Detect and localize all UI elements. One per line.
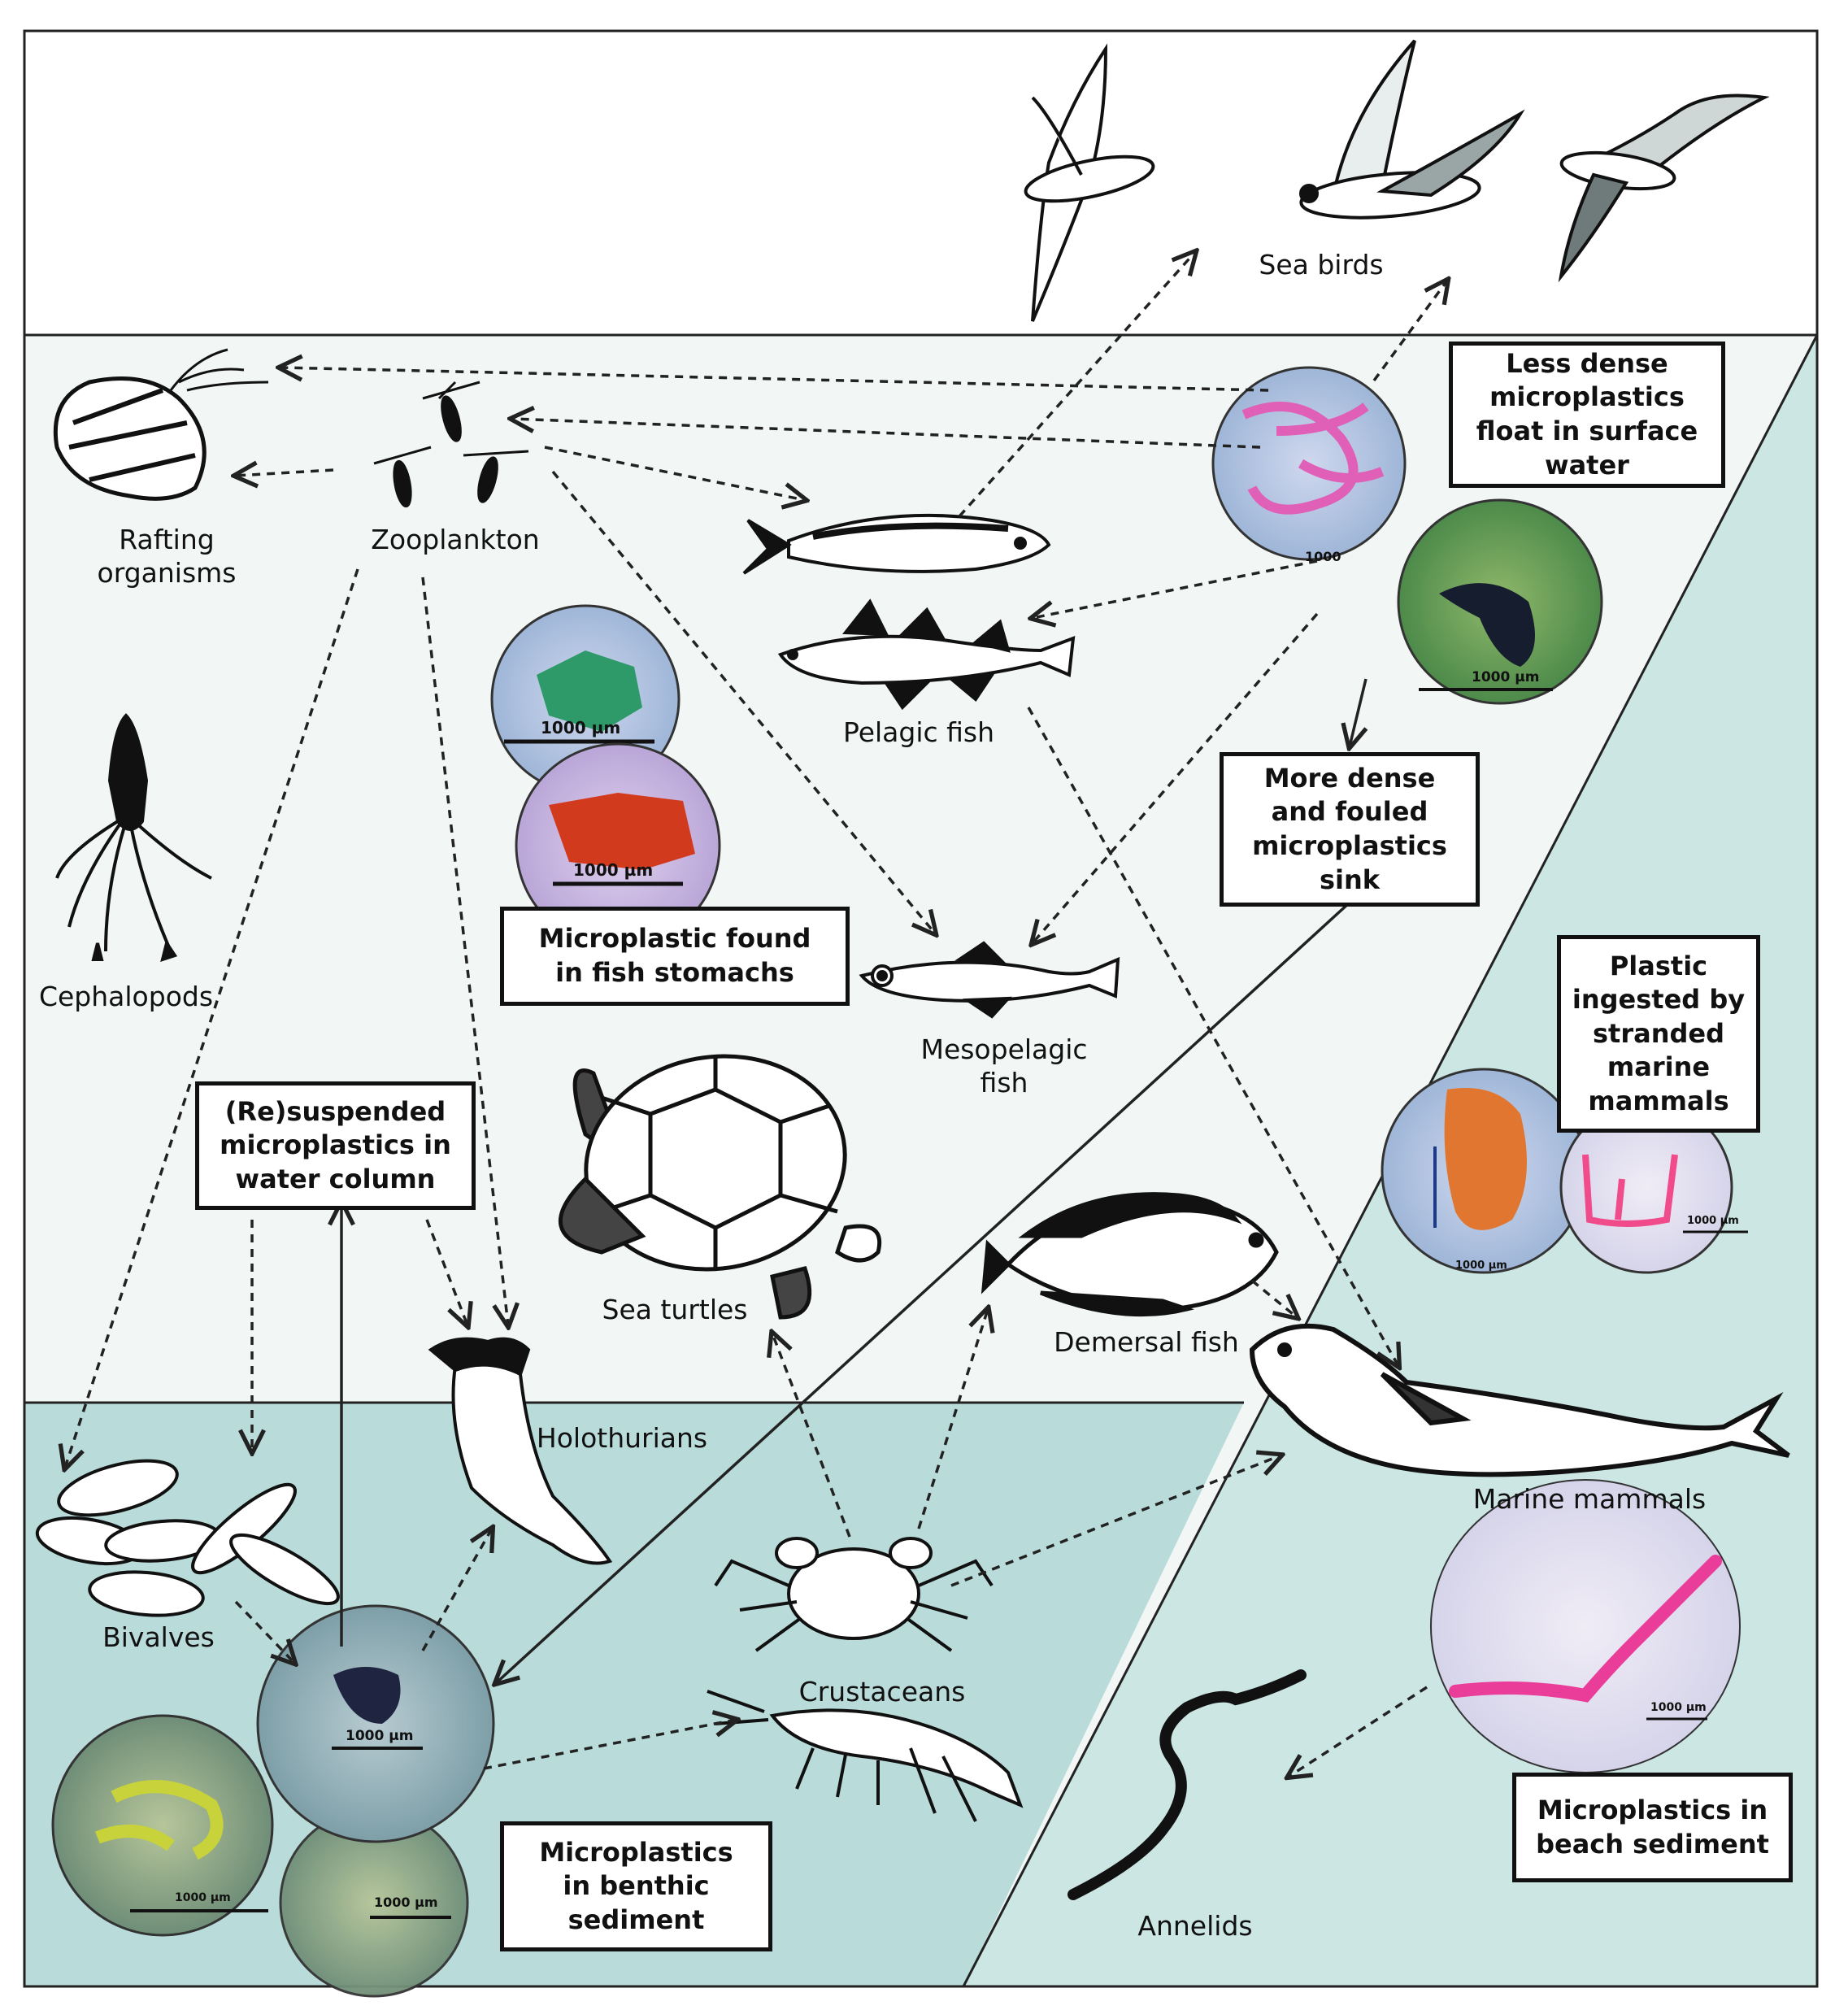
label-crustaceans: Crustaceans xyxy=(798,1676,966,1708)
box-stranded-mammals: Plastic ingested by stranded marine mamm… xyxy=(1557,935,1760,1133)
label-zooplankton: Zooplankton xyxy=(371,524,540,555)
svg-text:1000 µm: 1000 µm xyxy=(374,1895,438,1910)
svg-text:1000 µm: 1000 µm xyxy=(346,1728,413,1744)
label-mesopelagic-fish: Mesopelagic fish xyxy=(920,1033,1088,1099)
box-less-dense-microplastics: Less dense microplastics float in surfac… xyxy=(1449,342,1725,488)
svg-text:1000 µm: 1000 µm xyxy=(573,860,653,880)
label-demersal-fish: Demersal fish xyxy=(1054,1326,1239,1358)
label-sea-turtles: Sea turtles xyxy=(602,1294,748,1325)
annelid-icon xyxy=(1067,1669,1307,1900)
microplastic-mammal-a: 1000 µm xyxy=(1381,1068,1587,1274)
zooplankton-icon xyxy=(373,381,529,508)
label-holothurians: Holothurians xyxy=(536,1422,708,1454)
box-resuspended-microplastics: (Re)suspended microplastics in water col… xyxy=(195,1081,476,1210)
pelagic-fish-1-icon xyxy=(742,513,1051,575)
microplastic-beach: 1000 µm xyxy=(1430,1479,1741,1773)
microplastic-stomach-b: 1000 µm xyxy=(515,742,721,949)
box-fish-stomachs: Microplastic found in fish stomachs xyxy=(500,907,850,1006)
mesopelagic-fish-icon xyxy=(859,941,1120,1019)
microplastic-benthic-c: 1000 µm xyxy=(256,1604,495,1843)
settling-arrows xyxy=(341,678,1366,1683)
cephalopod-icon xyxy=(55,713,212,963)
sea-turtle-icon xyxy=(558,1054,881,1320)
label-sea-birds: Sea birds xyxy=(1259,249,1384,281)
bivalves-icon xyxy=(35,1459,340,1617)
box-more-dense-microplastics: More dense and fouled microplastics sink xyxy=(1220,752,1480,907)
label-rafting-organisms: Rafting organisms xyxy=(97,524,237,590)
label-marine-mammals: Marine mammals xyxy=(1472,1483,1707,1515)
label-bivalves: Bivalves xyxy=(102,1621,215,1653)
crab-icon xyxy=(714,1537,994,1652)
microplastic-benthic-a: 1000 µm xyxy=(51,1714,274,1937)
box-beach-sediment: Microplastics in beach sediment xyxy=(1512,1773,1793,1882)
pelagic-fish-2-icon xyxy=(777,598,1076,711)
svg-text:1000 µm: 1000 µm xyxy=(1455,1260,1507,1272)
sea-bird-1-icon xyxy=(1024,43,1155,322)
label-annelids: Annelids xyxy=(1137,1910,1253,1942)
microplastic-surface-b: 1000 µm xyxy=(1397,498,1603,705)
sea-bird-2-icon xyxy=(1299,39,1525,220)
svg-text:1000 µm: 1000 µm xyxy=(175,1891,231,1904)
microplastic-mammal-b: 1000 µm xyxy=(1559,1100,1748,1274)
svg-text:1000 µm: 1000 µm xyxy=(541,718,620,737)
sea-bird-3-icon xyxy=(1558,94,1770,283)
trophic-flow-arrows xyxy=(65,252,1447,1777)
box-benthic-sediment: Microplastics in benthic sediment xyxy=(500,1821,772,1951)
rafting-organism-icon xyxy=(53,348,269,501)
holothurian-icon xyxy=(428,1337,613,1565)
svg-text:1000 µm: 1000 µm xyxy=(1650,1701,1707,1714)
label-cephalopods: Cephalopods xyxy=(38,981,214,1012)
demersal-fish-icon xyxy=(981,1192,1279,1317)
label-pelagic-fish: Pelagic fish xyxy=(842,716,995,748)
svg-text:1000 µm: 1000 µm xyxy=(1687,1215,1739,1227)
svg-text:1000 µm: 1000 µm xyxy=(1472,669,1539,685)
